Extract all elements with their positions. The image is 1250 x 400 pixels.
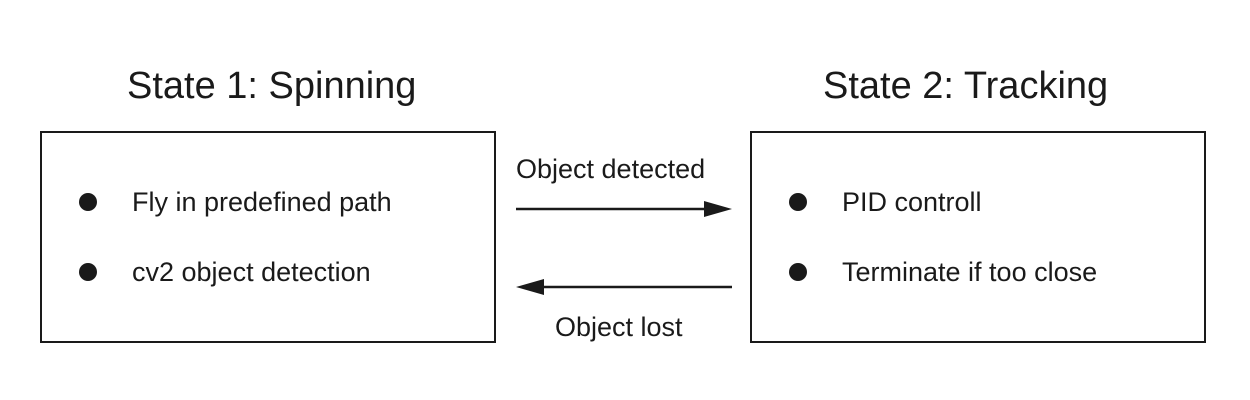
state-1-item-detection: cv2 object detection (79, 255, 371, 289)
arrow-right-icon (516, 201, 732, 217)
bullet-dot-icon (789, 193, 807, 211)
bullet-dot-icon (789, 263, 807, 281)
state-1-item-label: cv2 object detection (132, 256, 371, 287)
state-1-box: Fly in predefined path cv2 object detect… (40, 131, 496, 343)
state-2-item-label: Terminate if too close (842, 256, 1098, 287)
state-2-item-terminate: Terminate if too close (789, 255, 1097, 289)
transition-back-label: Object lost (555, 312, 683, 342)
state-2-item-pid: PID controll (789, 185, 982, 219)
state-1-item-fly-path: Fly in predefined path (79, 185, 392, 219)
transition-forward-label: Object detected (516, 154, 706, 184)
state-2-title: State 2: Tracking (823, 65, 1109, 107)
state-2-item-label: PID controll (842, 186, 982, 217)
bullet-dot-icon (79, 263, 97, 281)
state-1-item-label: Fly in predefined path (132, 186, 392, 217)
bullet-dot-icon (79, 193, 97, 211)
state-2-box: PID controll Terminate if too close (750, 131, 1206, 343)
state-1-title: State 1: Spinning (127, 65, 417, 107)
arrow-left-icon (516, 279, 732, 295)
